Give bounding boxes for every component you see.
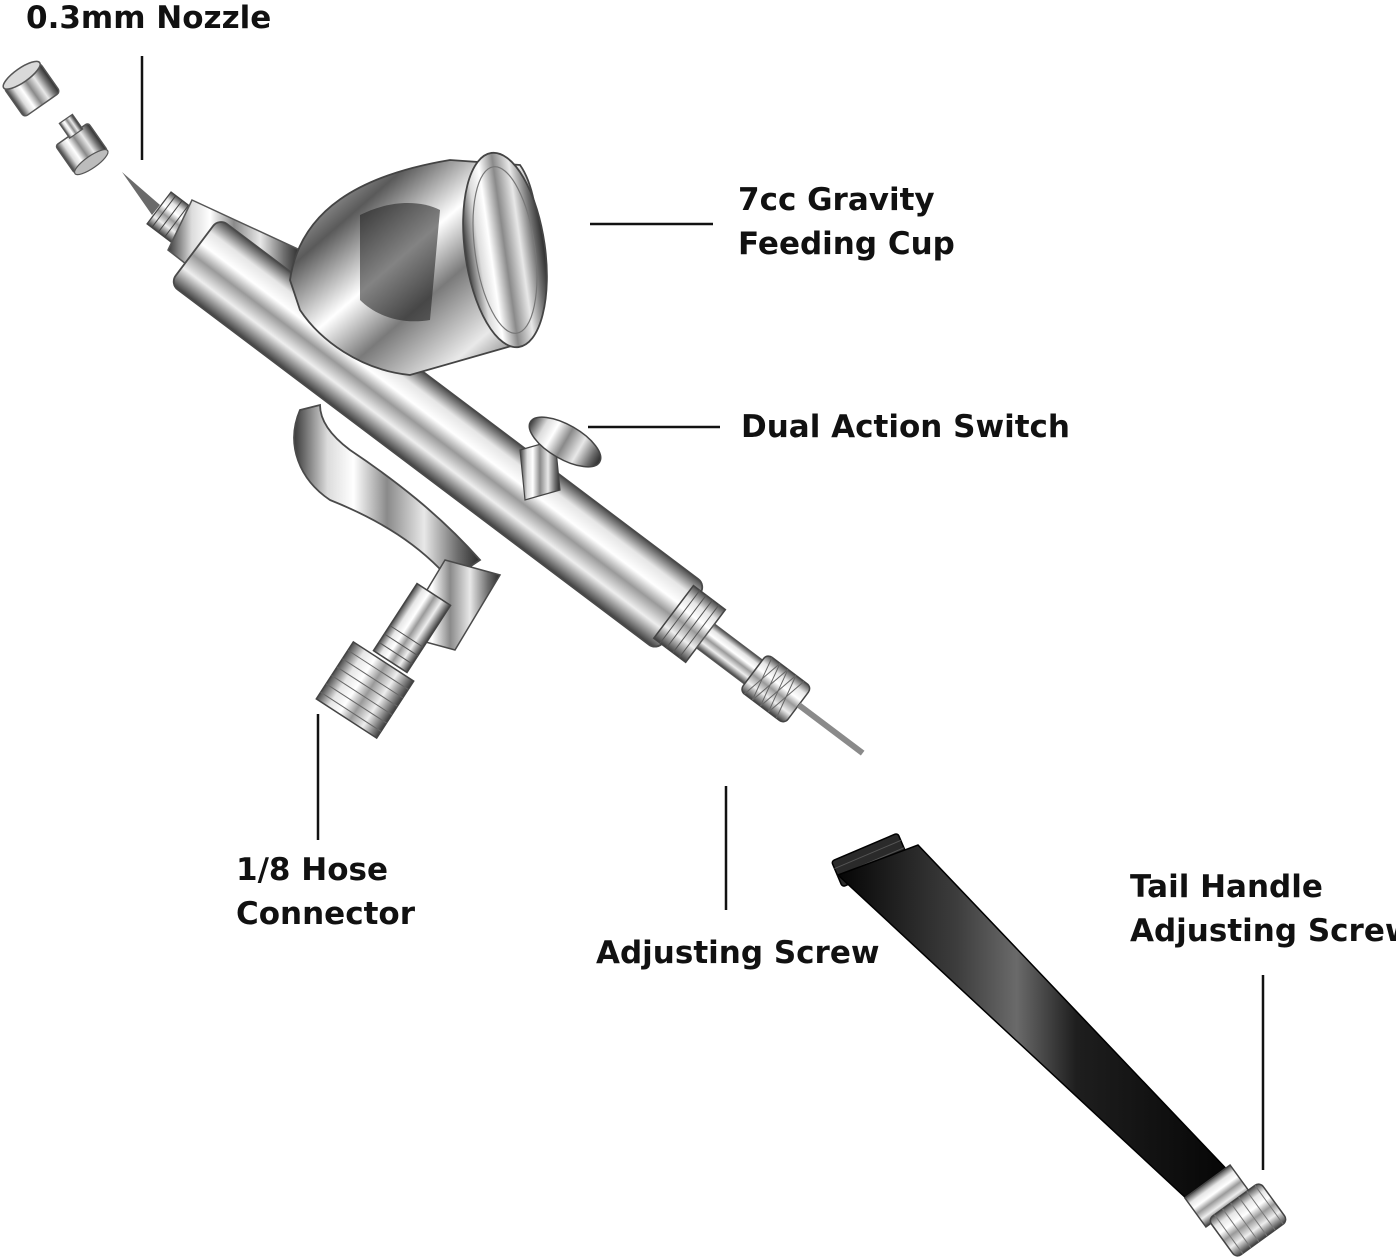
label-hose-line-1: 1/8 Hose bbox=[236, 852, 388, 888]
nozzle-cap-part bbox=[2, 60, 60, 117]
tail-handle-part bbox=[831, 833, 1287, 1257]
label-tail-line-2: Adjusting Screw bbox=[1130, 913, 1396, 949]
label-adjusting-screw-text: Adjusting Screw bbox=[596, 935, 880, 971]
nozzle-part bbox=[55, 113, 109, 176]
leader-lines bbox=[140, 56, 1265, 1170]
label-nozzle-text: 0.3mm Nozzle bbox=[26, 0, 272, 36]
label-switch-text: Dual Action Switch bbox=[741, 409, 1070, 445]
label-tail-line-1: Tail Handle bbox=[1130, 869, 1323, 905]
hose-connector-part bbox=[315, 559, 502, 740]
label-cup-line-2: Feeding Cup bbox=[738, 226, 955, 262]
dual-action-trigger-part bbox=[519, 416, 602, 501]
airbrush-body bbox=[122, 151, 865, 756]
label-cup-line-1: 7cc Gravity bbox=[738, 182, 935, 218]
label-adjusting-screw: Adjusting Screw bbox=[596, 931, 879, 975]
label-nozzle: 0.3mm Nozzle bbox=[26, 0, 271, 40]
label-dual-action-switch: Dual Action Switch bbox=[741, 405, 1070, 449]
label-gravity-cup: 7cc Gravity Feeding Cup bbox=[738, 178, 955, 266]
label-tail-handle: Tail Handle Adjusting Screw bbox=[1130, 865, 1396, 953]
gravity-cup-part bbox=[289, 151, 548, 376]
label-hose-line-2: Connector bbox=[236, 896, 415, 932]
label-hose-connector: 1/8 Hose Connector bbox=[236, 848, 415, 936]
